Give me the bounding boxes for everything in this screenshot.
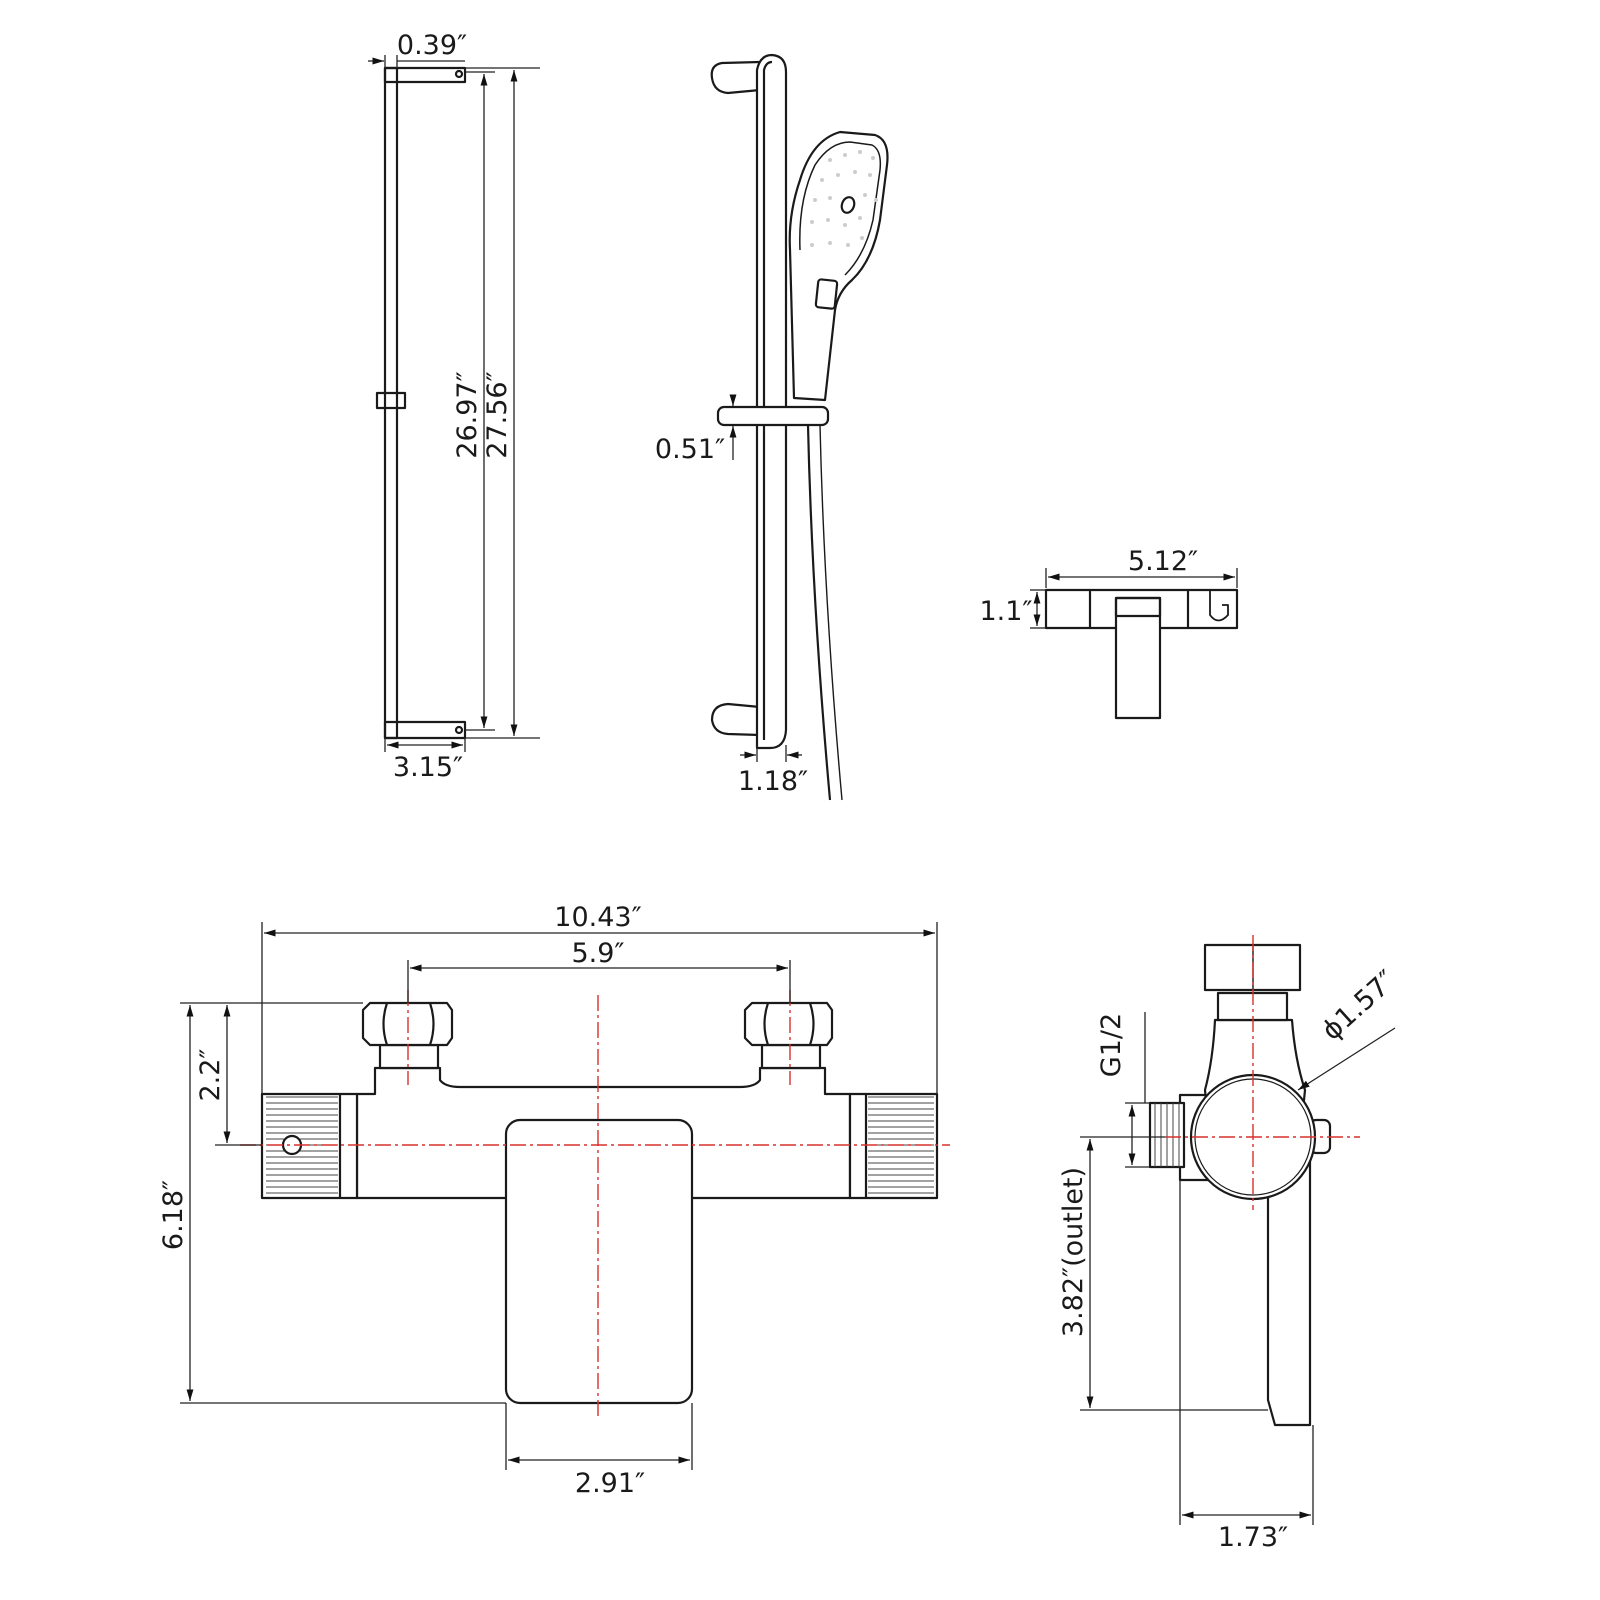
handle-width-label: 2.91″ [575, 1468, 645, 1499]
center-distance-label: 5.9″ [571, 938, 624, 969]
total-height-label: 6.18″ [158, 1180, 189, 1250]
depth-label: 1.73″ [1218, 1522, 1288, 1553]
rail-side-view: 0.39″ 26.97″ 27.56″ 3.15″ [368, 30, 540, 783]
wall-holder-view: 5.12″ 1.1″ [979, 546, 1239, 720]
knurled-grip-left [266, 1096, 338, 1194]
spray-nozzles [810, 150, 878, 247]
total-width-label: 10.43″ [554, 902, 641, 933]
holder-height-label: 1.1″ [979, 596, 1032, 627]
slider-height-label: 0.51″ [655, 434, 725, 465]
holder-width-label: 5.12″ [1128, 546, 1198, 577]
valve-front-view: 10.43″ 5.9″ 2.2″ 6.18″ 2.91″ [158, 902, 950, 1499]
rail-inner-length-label: 26.97″ [452, 371, 483, 458]
knurled-grip-right [868, 1096, 934, 1194]
rail-bracket-width-label: 3.15″ [393, 752, 463, 783]
shower-rail-view: 0.51″ 1.18″ [655, 53, 889, 801]
rail-bracket-depth-label: 0.39″ [397, 30, 467, 61]
diameter-label: ϕ1.57″ [1316, 965, 1402, 1047]
outlet-height-label: 3.82″(outlet) [1058, 1167, 1089, 1337]
inlet-height-label: 2.2″ [195, 1048, 226, 1101]
rail-width-label: 1.18″ [738, 766, 808, 797]
valve-side-view: G1/2 ϕ1.57″ 3.82″(outlet) 1.73″ [1058, 935, 1402, 1553]
thread-label: G1/2 [1096, 1013, 1127, 1077]
rail-total-length-label: 27.56″ [482, 371, 513, 458]
